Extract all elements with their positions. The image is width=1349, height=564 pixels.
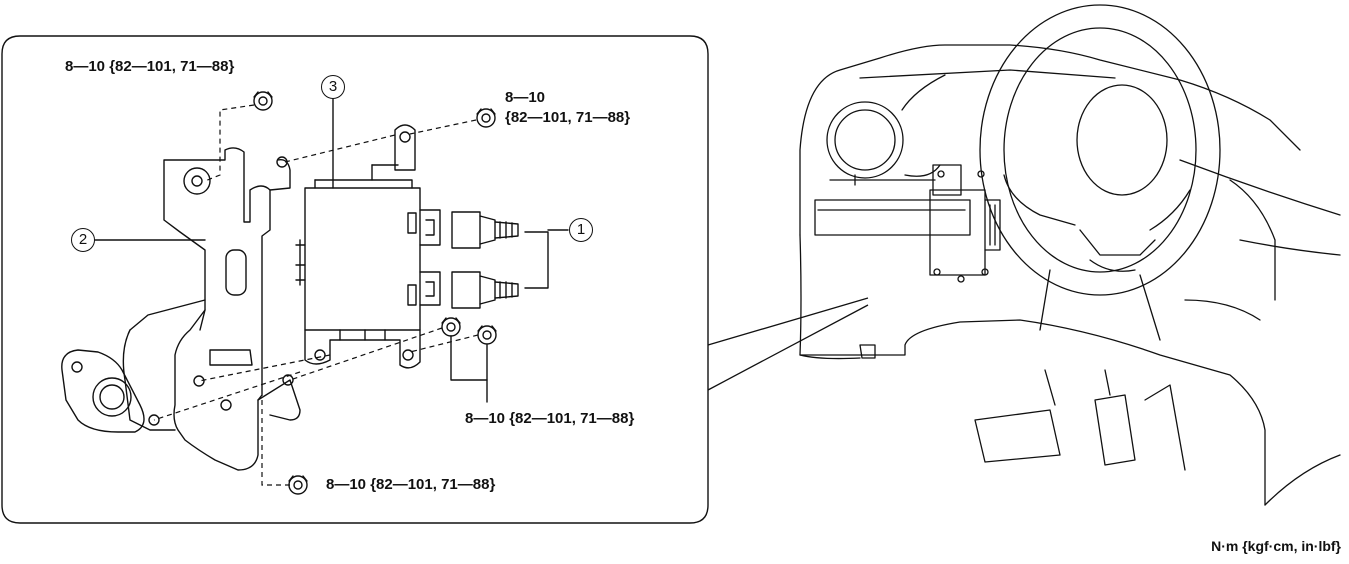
nut-top-left [253,91,273,111]
flange-plate [61,349,145,433]
callout-2: 2 [71,228,95,252]
torque-label-bottom: 8—10 {82—101, 71—88} [326,476,496,493]
harness-connectors [451,211,569,309]
callout-1: 1 [569,218,593,242]
nut-top-right [476,108,496,128]
bracket [122,147,301,471]
nut-mid-1 [441,317,461,337]
torque-label-top-right-value: 8—10 [505,89,546,106]
torque-units: N·m {kgf·cm, in·lbf} [1211,538,1341,554]
module [295,124,441,369]
torque-label-top-left: 8—10 {82—101, 71—88} [65,58,235,75]
torque-label-top-right-range: {82—101, 71—88} [505,109,631,126]
detail-frame [1,35,709,524]
torque-label-bottom-right: 8—10 {82—101, 71—88} [465,410,635,427]
nut-mid-2 [477,325,497,345]
dashboard-view [799,4,1341,506]
callout-3: 3 [321,75,345,99]
nut-bottom [288,475,308,495]
